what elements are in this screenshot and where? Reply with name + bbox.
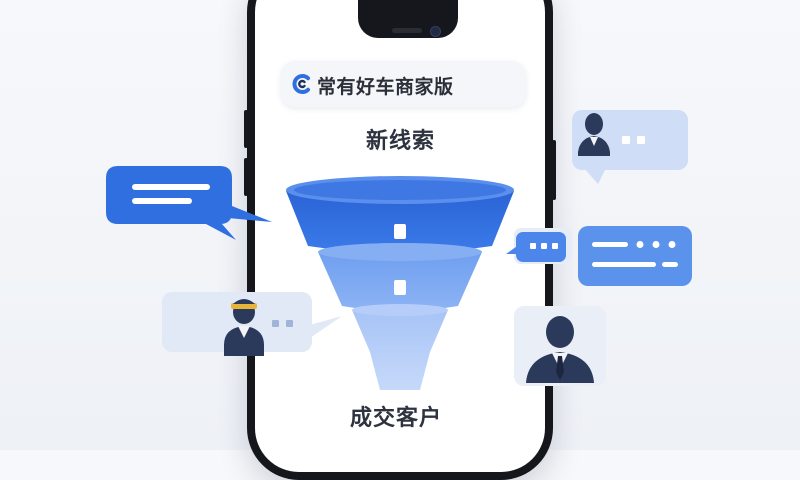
funnel-top-tier (286, 191, 514, 253)
app-header-card[interactable]: 常有好车商家版 (281, 61, 526, 107)
app-title: 常有好车商家版 (317, 76, 454, 98)
chat-bubble-right-main (578, 226, 692, 286)
front-camera-icon (430, 26, 441, 37)
chat-bubble-left-upper (106, 166, 272, 240)
funnel-tier-marker-icon (394, 280, 406, 295)
volume-down-button (244, 158, 248, 196)
speaker-grille (392, 28, 422, 33)
chat-bubble-right-dots (506, 232, 566, 262)
funnel (286, 176, 514, 390)
female-agent-avatar-icon (224, 299, 264, 356)
male-client-avatar-icon (578, 113, 610, 156)
funnel-bottom-label: 成交客户 (350, 406, 443, 431)
funnel-top-label: 新线索 (366, 129, 436, 154)
brand-c-logo-icon (292, 74, 310, 94)
funnel-lower-tier (352, 310, 448, 390)
power-button (552, 140, 556, 200)
chat-bubble-left-lower (162, 292, 342, 352)
illustration-layer (106, 110, 692, 390)
funnel-tier-marker-icon (394, 224, 406, 239)
phone-notch (358, 0, 458, 38)
male-client-large-avatar-icon (514, 306, 606, 386)
volume-up-button (244, 110, 248, 148)
